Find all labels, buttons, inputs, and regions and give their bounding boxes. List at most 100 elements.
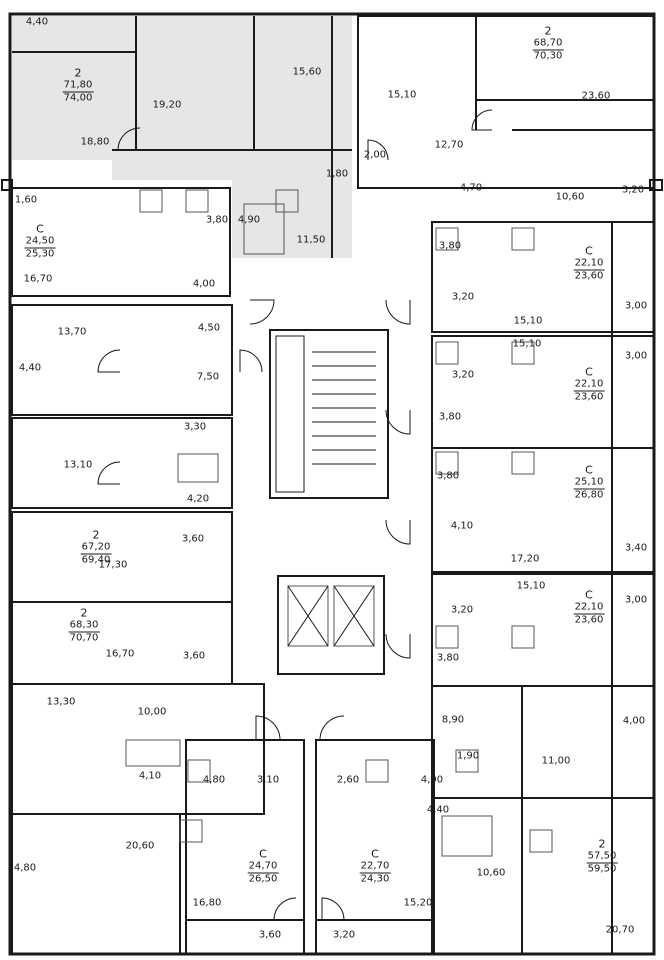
apartment-total-area: 74,00 xyxy=(63,92,93,104)
apartment-wall xyxy=(11,511,233,603)
apartment-wall xyxy=(11,601,233,685)
bathtub xyxy=(177,453,219,483)
apartment-living-area: 22,70 xyxy=(359,860,391,874)
room-area-label: 4,00 xyxy=(192,278,216,290)
apartment-type: С xyxy=(36,222,44,236)
apartment-type: 2 xyxy=(544,24,552,38)
apartment-total-area: 23,60 xyxy=(574,391,604,403)
apartment-wall xyxy=(185,739,305,955)
elevator-cross xyxy=(333,585,375,647)
apartment-total-area: 70,30 xyxy=(533,50,563,62)
room-area-label: 20,70 xyxy=(605,924,635,936)
room-area-label: 3,80 xyxy=(438,411,462,423)
room-area-label: 17,30 xyxy=(98,559,128,571)
door-swing xyxy=(385,633,411,659)
door-swing xyxy=(97,349,121,373)
fixture xyxy=(365,759,389,783)
room-area-label: 16,80 xyxy=(192,897,222,909)
apartment-type: 2 xyxy=(92,528,100,542)
apartment-type: 2 xyxy=(80,606,88,620)
room-area-label: 15,60 xyxy=(292,66,322,78)
room-area-label: 4,10 xyxy=(450,520,474,532)
fixture xyxy=(455,749,479,773)
fixture xyxy=(511,625,535,649)
room-area-label: 4,70 xyxy=(459,182,483,194)
room-area-label: 11,00 xyxy=(541,755,571,767)
stair-core xyxy=(269,329,389,499)
apartment-wall xyxy=(11,813,181,955)
room-area-label: 3,20 xyxy=(332,929,356,941)
apartment-type: С xyxy=(371,847,379,861)
room-area-label: 15,10 xyxy=(387,89,417,101)
door-swing xyxy=(117,127,141,151)
apartment-living-area: 22,10 xyxy=(573,257,605,271)
room-area-label: 4,20 xyxy=(186,493,210,505)
apartment-living-area: 67,20 xyxy=(80,541,112,555)
apartment-wall xyxy=(431,447,655,573)
room-area-label: 4,80 xyxy=(202,774,226,786)
room-area-label: 3,00 xyxy=(624,594,648,606)
apartment-total-area: 26,50 xyxy=(248,873,278,885)
apartment-wall xyxy=(431,685,655,799)
apartment-type: С xyxy=(585,244,593,258)
room-area-label: 3,20 xyxy=(450,604,474,616)
apartment-living-area: 22,10 xyxy=(573,378,605,392)
room-area-label: 15,20 xyxy=(403,897,433,909)
door-swing xyxy=(471,109,493,131)
apartment-type: С xyxy=(585,588,593,602)
room-area-label: 2,00 xyxy=(363,149,387,161)
room-area-label: 13,30 xyxy=(46,696,76,708)
door-swing xyxy=(321,897,345,921)
room-area-label: 4,00 xyxy=(622,715,646,727)
room-area-label: 4,40 xyxy=(426,804,450,816)
apartment-total-area: 26,80 xyxy=(574,489,604,501)
room-area-label: 7,50 xyxy=(196,371,220,383)
room-area-label: 8,90 xyxy=(441,714,465,726)
room-area-label: 4,80 xyxy=(13,862,37,874)
apartment-wall xyxy=(357,15,655,189)
room-area-label: 3,40 xyxy=(624,542,648,554)
room-area-label: 3,20 xyxy=(451,291,475,303)
apartment-wall xyxy=(315,739,435,955)
room-area-label: 3,30 xyxy=(183,421,207,433)
fixture xyxy=(511,227,535,251)
apartment-type: С xyxy=(585,463,593,477)
apartment-living-area: 25,10 xyxy=(573,476,605,490)
outer-pilaster xyxy=(1,179,13,191)
fixture xyxy=(435,227,459,251)
room-area-label: 15,10 xyxy=(513,315,543,327)
fixture xyxy=(185,189,209,213)
room-area-label: 4,90 xyxy=(420,774,444,786)
elevator-shaft xyxy=(277,575,385,675)
apartment-living-area: 68,30 xyxy=(68,619,100,633)
room-area-label: 3,10 xyxy=(256,774,280,786)
room-area-label: 15,10 xyxy=(516,580,546,592)
room-area-label: 16,70 xyxy=(105,648,135,660)
room-area-label: 3,80 xyxy=(436,652,460,664)
door-swing xyxy=(97,461,121,485)
room-area-label: 1,80 xyxy=(325,168,349,180)
room-area-label: 4,40 xyxy=(25,16,49,28)
door-swing xyxy=(385,409,411,435)
door-swing xyxy=(239,349,263,373)
apartment-type: С xyxy=(585,365,593,379)
fixture xyxy=(435,451,459,475)
room-area-label: 13,70 xyxy=(57,326,87,338)
room-area-label: 4,90 xyxy=(237,214,261,226)
room-area-label: 3,60 xyxy=(182,650,206,662)
apartment-living-area: 24,50 xyxy=(24,235,56,249)
fixture xyxy=(139,189,163,213)
fixture xyxy=(275,189,299,213)
highlighted-apartment xyxy=(12,16,352,258)
fixture xyxy=(511,341,535,365)
room-area-label: 13,10 xyxy=(63,459,93,471)
